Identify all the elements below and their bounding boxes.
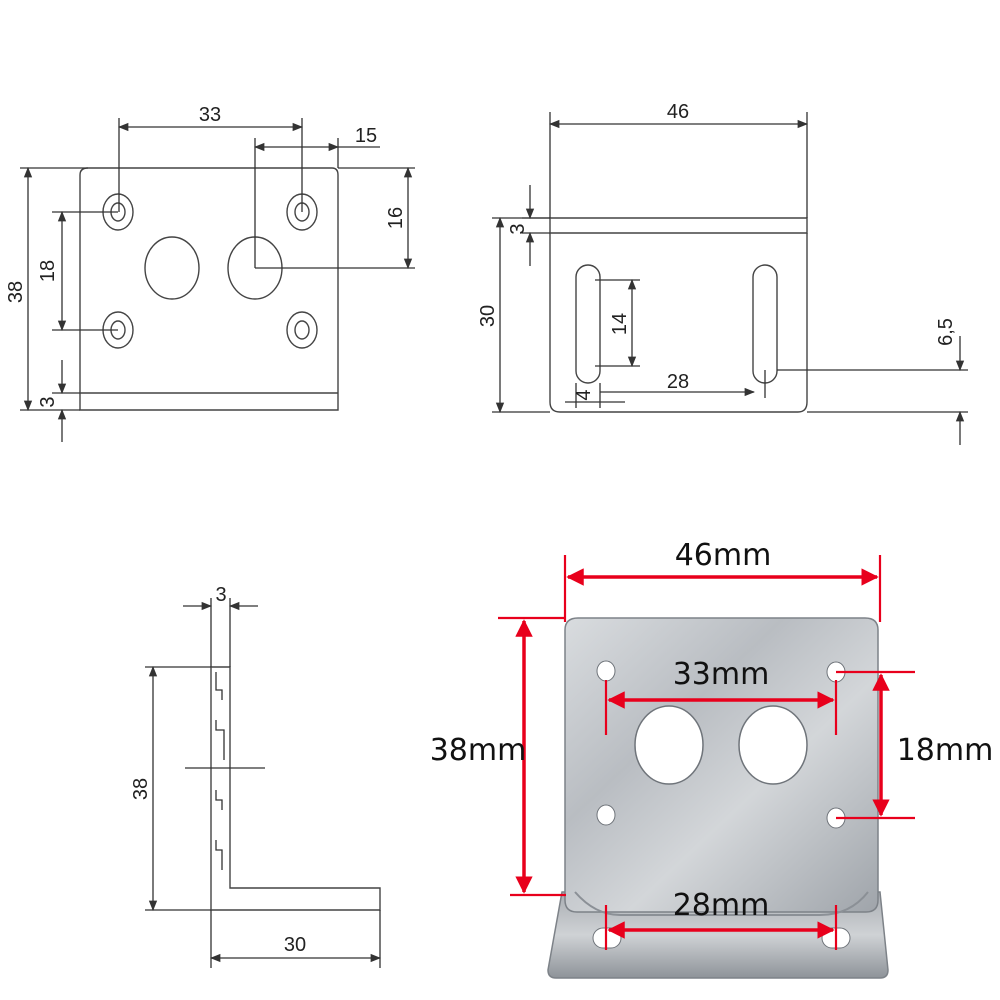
top-slot-left — [575, 264, 601, 384]
dim-14: 14 — [609, 313, 631, 335]
dim-18: 18 — [37, 260, 59, 282]
photo-large-hole-right — [738, 705, 808, 785]
dim-33: 33 — [199, 104, 221, 126]
dim-28: 28 — [667, 371, 689, 393]
dim-16: 16 — [385, 207, 407, 229]
label-33mm: 33mm — [673, 657, 770, 692]
dim-3-top: 3 — [507, 223, 529, 234]
front-plate-outline — [79, 167, 339, 411]
top-view: 46 3 30 14 28 4 6,5 — [477, 101, 968, 445]
dim-3-side: 3 — [215, 584, 226, 606]
photo-hole-bottom-left — [596, 804, 616, 826]
dim-4: 4 — [573, 389, 595, 400]
side-view: 3 38 30 — [130, 584, 382, 968]
top-slot-right — [752, 264, 778, 384]
photo-hole-top-left — [596, 660, 616, 682]
top-plate-outline — [549, 217, 808, 234]
front-view: 33 15 38 18 16 3 — [5, 104, 415, 442]
side-profile — [210, 666, 381, 911]
label-28mm: 28mm — [673, 888, 770, 923]
dim-15: 15 — [355, 125, 377, 147]
dim-38-side: 38 — [130, 778, 152, 800]
dim-30-top: 30 — [477, 305, 499, 327]
dim-6-5: 6,5 — [935, 318, 957, 346]
dim-30-side: 30 — [284, 934, 306, 956]
photo-large-hole-left — [634, 705, 704, 785]
front-mounting-holes — [102, 193, 318, 349]
dim-46: 46 — [667, 101, 689, 123]
label-38mm: 38mm — [430, 733, 527, 768]
dim-38: 38 — [5, 281, 27, 303]
photo-view: 46mm 33mm 38mm 18mm 28mm — [430, 538, 994, 979]
front-large-hole-left — [144, 236, 200, 300]
label-46mm: 46mm — [675, 538, 772, 573]
label-18mm: 18mm — [897, 733, 994, 768]
dim-3-front: 3 — [37, 396, 59, 407]
